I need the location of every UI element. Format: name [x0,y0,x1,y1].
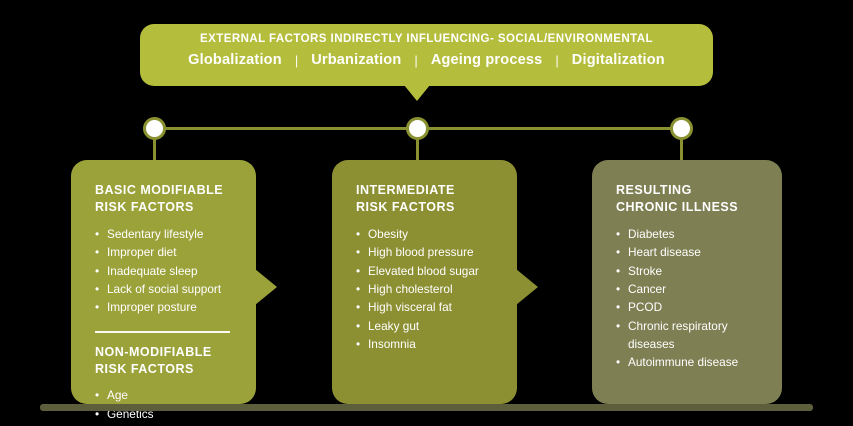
base-bar [40,404,813,411]
connector-stem-1 [153,138,156,162]
card-3-title-line1: RESULTING [616,183,692,197]
connector-node-3-icon [670,117,693,140]
arrow-card1-to-card2-icon [255,269,277,305]
card-2-title: INTERMEDIATE RISK FACTORS [356,182,497,216]
list-item: Elevated blood sugar [356,262,497,281]
card-1-divider [95,330,230,333]
card-1-subtitle: NON-MODIFIABLE RISK FACTORS [95,344,236,378]
banner-item-digitalization: Digitalization [571,52,665,68]
card-intermediate-risk-factors: INTERMEDIATE RISK FACTORS Obesity High b… [332,160,517,404]
card-1-title-line2: RISK FACTORS [95,199,194,214]
card-1-subtitle-line1: NON-MODIFIABLE [95,344,212,359]
list-item: Heart disease [616,243,762,262]
list-item: Improper diet [95,243,236,262]
card-resulting-chronic-illness: RESULTING CHRONIC ILLNESS Diabetes Heart… [592,160,782,404]
card-2-title-line2: RISK FACTORS [356,199,455,214]
list-item: High cholesterol [356,280,497,299]
banner-item-ageing-process: Ageing process [430,52,543,68]
connector-stem-2 [416,138,419,162]
banner-separator: | [555,52,559,68]
banner-title: EXTERNAL FACTORS INDIRECTLY INFLUENCING-… [200,33,653,45]
list-item: Stroke [616,262,762,281]
card-2-list: Obesity High blood pressure Elevated blo… [356,225,497,354]
connector-node-2-icon [406,117,429,140]
banner-pointer-icon [404,85,430,101]
card-basic-modifiable-risk-factors: BASIC MODIFIABLE RISK FACTORS Sedentary … [71,160,256,424]
card-2-title-line1: INTERMEDIATE [356,183,455,197]
list-item: Inadequate sleep [95,262,236,281]
card-3-title-line2: CHRONIC ILLNESS [616,199,739,214]
list-item: High visceral fat [356,298,497,317]
arrow-card2-to-card3-icon [516,269,538,305]
list-item: Autoimmune disease [616,353,762,372]
card-1-title-line1: BASIC MODIFIABLE [95,183,224,197]
card-1-subtitle-line2: RISK FACTORS [95,361,194,376]
connector-stem-3 [680,138,683,162]
list-item: Age [95,386,236,405]
card-1-title: BASIC MODIFIABLE RISK FACTORS [95,182,236,216]
card-1-list: Sedentary lifestyle Improper diet Inadeq… [95,225,236,317]
list-item: Lack of social support [95,280,236,299]
banner-item-globalization: Globalization [188,52,282,68]
list-item: Chronic respiratory diseases [616,317,762,354]
list-item: Improper posture [95,298,236,317]
banner-separator: | [414,52,418,68]
list-item: Sedentary lifestyle [95,225,236,244]
list-item: Insomnia [356,335,497,354]
banner-items: Globalization | Urbanization | Ageing pr… [140,52,713,68]
list-item: Obesity [356,225,497,244]
list-item: Leaky gut [356,317,497,336]
list-item: High blood pressure [356,243,497,262]
list-item: Diabetes [616,225,762,244]
list-item: PCOD [616,298,762,317]
banner-separator: | [294,52,299,68]
external-factors-banner: EXTERNAL FACTORS INDIRECTLY INFLUENCING-… [140,24,713,86]
card-3-title: RESULTING CHRONIC ILLNESS [616,182,762,216]
list-item: Cancer [616,280,762,299]
card-3-list: Diabetes Heart disease Stroke Cancer PCO… [616,225,762,373]
connector-node-1-icon [143,117,166,140]
banner-item-urbanization: Urbanization [311,52,402,68]
